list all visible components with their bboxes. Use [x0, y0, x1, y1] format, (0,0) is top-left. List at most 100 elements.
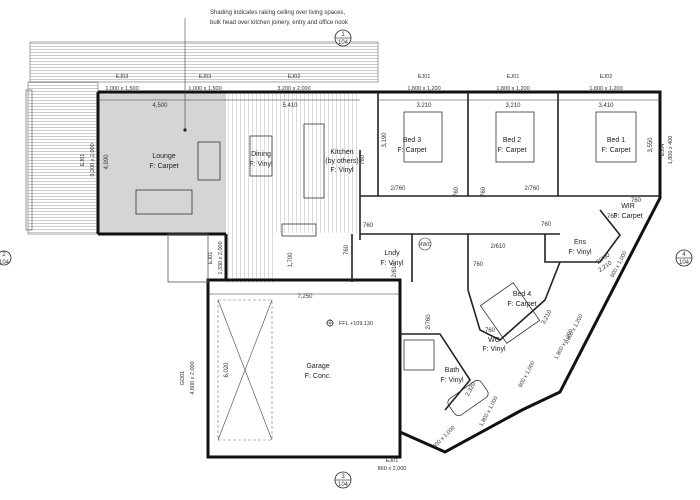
room-wc-name: WC [488, 337, 500, 344]
door-760-bed4: 760 [473, 262, 484, 268]
win-ej01-a: EJ01 [418, 74, 431, 80]
section-marker-bottom: 3 104 [334, 471, 352, 489]
room-wir-floor: F: Carpet [613, 213, 642, 220]
win-ej04-right-size: 1,800 x 400 [668, 136, 674, 165]
door-2-760-bath: 2/760 [426, 314, 432, 330]
door-760-bed1: 760 [631, 198, 642, 204]
note-line-2: bulk head over kitchen joinery, entry an… [210, 20, 349, 26]
svg-text:2: 2 [2, 252, 6, 258]
door-760-ens: 760 [607, 214, 618, 220]
ffl-label: FFL +109.130 [339, 321, 373, 327]
bed-4 [479, 282, 541, 344]
kitchen-island [281, 223, 317, 237]
win-ej01-b-size: 1,800 x 1,200 [496, 86, 529, 92]
door-760-lndy: 760 [344, 244, 350, 255]
dining-table [249, 135, 273, 177]
svg-text:1: 1 [341, 32, 345, 38]
dim-6020: 6,020 [224, 362, 230, 378]
bed-1 [595, 111, 637, 163]
win-diag-3: 600 x 1,000 [518, 360, 537, 388]
room-wc-floor: F: Vinyl [482, 346, 506, 353]
win-ej03-a-size: 1,000 x 1,500 [105, 86, 138, 92]
room-dining-name: Dining [251, 151, 271, 158]
garage-door-dash [217, 299, 273, 441]
win-ej03-a: EJ03 [116, 74, 129, 80]
room-bed1-floor: F: Carpet [601, 147, 630, 154]
room-kitchen-sub: (by others) [325, 158, 358, 165]
wall-bath [400, 333, 471, 411]
room-ens-name: Ens [574, 239, 587, 246]
dim-3210-b: 3,210 [505, 103, 521, 109]
room-bed2-floor: F: Carpet [497, 147, 526, 154]
room-kitchen-floor: F: Vinyl [330, 167, 354, 174]
door-2-610-lndy: 2/610 [392, 262, 398, 278]
door-2-610: 2/610 [490, 244, 506, 250]
sofa-lounge-1 [135, 189, 193, 215]
room-lndy-name: Lndy [384, 250, 400, 257]
kitchen-bench [303, 123, 325, 199]
room-dining-floor: F: Vinyl [249, 161, 273, 168]
note-line-1: Shading indicates raking ceiling over li… [210, 10, 345, 16]
exterior-wall [98, 90, 662, 459]
win-ej01-b: EJ01 [507, 74, 520, 80]
win-ej01-bottom-size: 860 x 2,000 [378, 466, 407, 472]
lounge-shading [98, 92, 226, 233]
svg-text:104: 104 [338, 482, 349, 488]
room-bed4-name: Bed 4 [513, 291, 531, 298]
garage-x2 [217, 299, 273, 441]
bed-3 [403, 111, 443, 163]
dim-3190: 3,190 [382, 132, 388, 148]
win-ej02-b-size: 1,800 x 1,200 [589, 86, 622, 92]
win-ej01-bottom: EJ01 [386, 458, 399, 464]
entry-hatch [226, 233, 276, 283]
svg-text:4: 4 [682, 252, 686, 258]
win-ej02-a: EJ02 [288, 74, 301, 80]
door-760-hall: 760 [454, 186, 460, 197]
room-bath-floor: F: Vinyl [440, 377, 464, 384]
room-garage-floor: F: Conc. [305, 373, 332, 380]
room-bed4-floor: F: Carpet [507, 301, 536, 308]
win-ej04-right: EJ04 [660, 144, 666, 157]
dim-3410: 3,410 [598, 103, 614, 109]
door-2-760-bed3: 2/760 [390, 186, 406, 192]
win-ej02-b: EJ02 [600, 74, 613, 80]
note-leader-dot [183, 128, 187, 132]
win-ej01-a-size: 1,800 x 1,200 [407, 86, 440, 92]
dim-3210-a: 3,210 [416, 103, 432, 109]
room-bed2-name: Bed 2 [503, 137, 521, 144]
deck-top [29, 41, 379, 83]
door-760-wc: 760 [485, 328, 496, 334]
win-diag-4: 1,800 x 1,200 [554, 328, 575, 360]
win-ej01-entry: EJ01 [208, 252, 214, 265]
room-lndy-floor: F: Vinyl [380, 260, 404, 267]
raking-ceiling-hatch [226, 92, 360, 233]
svg-text:104: 104 [338, 40, 349, 46]
dim-4990: 4,990 [104, 154, 110, 170]
room-lounge-name: Lounge [152, 153, 175, 160]
win-ej01-entry-size: 1,330 x 2,000 [218, 241, 224, 274]
room-lounge-floor: F: Carpet [149, 163, 178, 170]
win-gd01: GD01 [180, 371, 186, 385]
room-kitchen-name: Kitchen [330, 149, 353, 156]
shower-bath [403, 339, 435, 371]
svg-text:104: 104 [0, 260, 10, 266]
win-ej01-left: EJ01 [80, 154, 86, 167]
section-marker-left: 2 104 [0, 250, 12, 266]
win-ej03-b: EJ03 [199, 74, 212, 80]
win-ej01-left-size: 3,200 x 2,000 [90, 143, 96, 176]
win-ej02-a-size: 3,200 x 2,000 [277, 86, 310, 92]
win-ej03-b-size: 1,000 x 1,500 [188, 86, 221, 92]
room-garage-name: Garage [306, 363, 329, 370]
deck-left [27, 81, 99, 235]
bathtub [447, 379, 489, 417]
dim-1700: 1,700 [288, 252, 294, 268]
door-760-bed2: 760 [481, 186, 487, 197]
room-bed3-name: Bed 3 [403, 137, 421, 144]
door-760-bed3: 760 [360, 154, 366, 165]
dim-5410: 5,410 [282, 103, 298, 109]
room-wir-name: WIR [621, 203, 635, 210]
door-2-760-bed2: 2/760 [524, 186, 540, 192]
hwc-circle [418, 237, 432, 251]
deck-rail [25, 89, 33, 231]
